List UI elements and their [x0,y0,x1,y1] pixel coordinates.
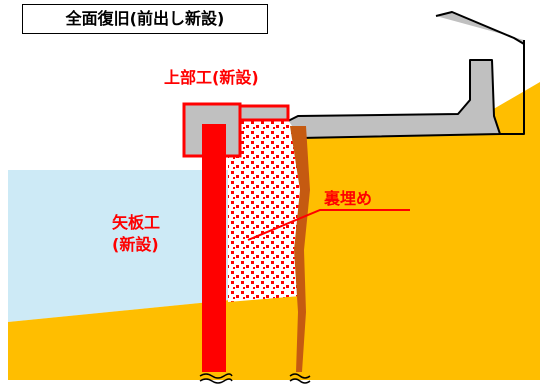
label-sheet-pile-line2: (新設) [112,235,159,254]
backfill-leader-line [247,209,410,241]
title-box: 全面復旧(前出し新設) [22,4,268,34]
water-area [8,170,230,322]
label-backfill: 裏埋め [324,189,373,208]
existing-sheet-pile [290,126,310,372]
pile-break-mark-right [289,373,311,384]
seabed-ground [8,296,300,380]
label-new-cap: 上部工(新設) [164,68,259,87]
land-ground [236,82,540,380]
label-sheet-pile-line1: 矢板工 [112,213,161,232]
existing-quay-wall [285,11,525,139]
pile-break-mark-left [199,373,233,384]
new-sheet-pile [202,124,226,372]
backfill-area [228,120,300,302]
new-cap-extension [238,104,290,122]
label-new-sheet-pile: 矢板工 (新設) [112,212,160,256]
diagram-title: 全面復旧(前出し新設) [65,9,225,28]
